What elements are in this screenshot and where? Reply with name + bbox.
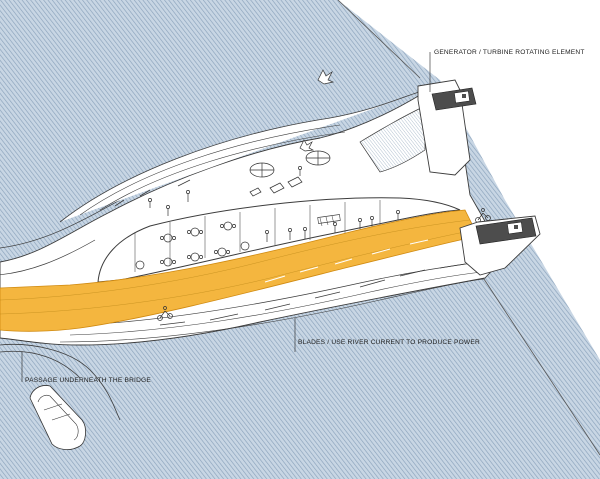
river-bank-upper (337, 0, 421, 79)
deck-path (0, 209, 479, 332)
turbine-lower (459, 215, 541, 276)
annotation-blades-label: BLADES / USE RIVER CURRENT TO PRODUCE PO… (298, 339, 480, 346)
boat-icon (29, 385, 86, 450)
annotation-passage-label: PASSAGE UNDERNEATH THE BRIDGE (25, 377, 151, 384)
umbrella-icon (249, 150, 331, 178)
bird-icon (299, 139, 315, 152)
person-icon (148, 166, 302, 216)
roof-terrace (148, 105, 426, 216)
annotation-passage: PASSAGE UNDERNEATH THE BRIDGE (21, 352, 151, 384)
table-icon (135, 221, 250, 270)
annotation-generator-label: GENERATOR / TURBINE ROTATING ELEMENT (434, 49, 585, 56)
annotation-blades: BLADES / USE RIVER CURRENT TO PRODUCE PO… (294, 318, 480, 352)
interior-cafe (97, 197, 461, 283)
turbine-upper (417, 79, 477, 176)
bird-icon (317, 69, 335, 85)
river-bank-lower (477, 269, 600, 456)
annotation-generator: GENERATOR / TURBINE ROTATING ELEMENT (429, 49, 585, 92)
person-icon (265, 210, 400, 242)
interior-opening (97, 197, 461, 283)
cyclist-icon (157, 306, 173, 321)
